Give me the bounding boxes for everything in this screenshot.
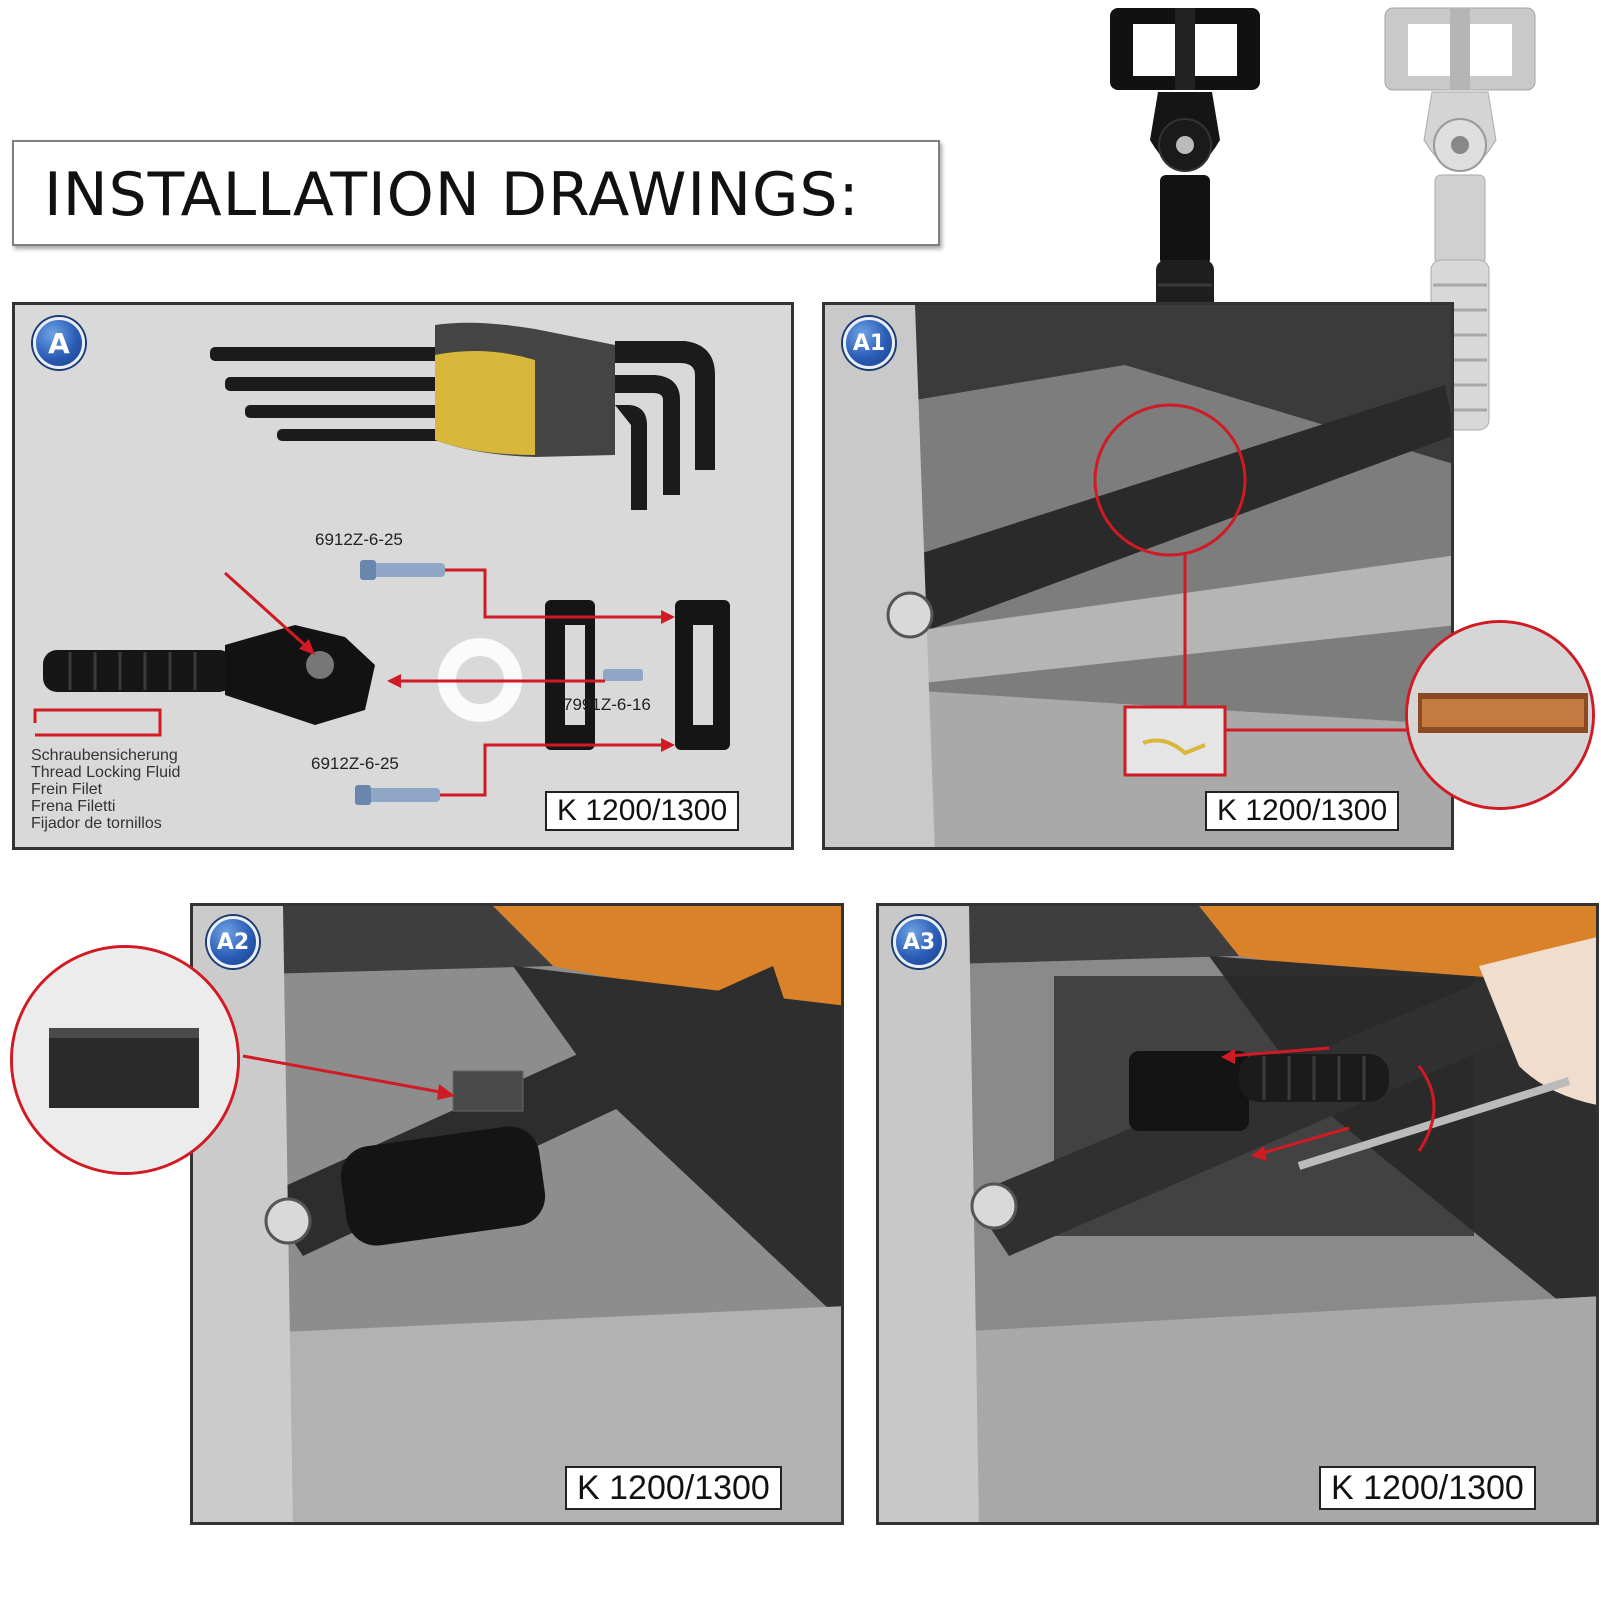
footpeg-illustration: [43, 625, 375, 725]
callout-adhesive-strip: [1405, 620, 1595, 810]
callout-rubber-pad: [10, 945, 240, 1175]
screw-bottom-illustration: [355, 785, 440, 805]
bracket-left: [545, 600, 595, 750]
panel-a-illustration: [33, 322, 730, 805]
panel-a1: A1 K 1200/1300: [822, 302, 1454, 850]
thread-note-line: Frein Filet: [31, 781, 103, 798]
panel-a-badge: A: [33, 317, 85, 369]
panel-a-model-label: K 1200/1300: [545, 791, 740, 831]
title-box: INSTALLATION DRAWINGS:: [12, 140, 940, 246]
screw-top-illustration: [360, 560, 445, 580]
thread-note-line: Frena Filetti: [31, 798, 116, 815]
thread-locking-note: Schraubensicherung Thread Locking Fluid …: [31, 747, 180, 832]
panel-a3: A3 K 1200/1300: [876, 903, 1599, 1525]
hex-key-set: [210, 341, 715, 510]
panel-a2-badge: A2: [207, 916, 259, 968]
thread-note-line: Schraubensicherung: [31, 747, 178, 764]
panel-a3-model-label: K 1200/1300: [1319, 1466, 1536, 1510]
panel-a1-photo: [825, 305, 1451, 847]
panel-a2-photo: [193, 906, 841, 1522]
part-label-top: 6912Z-6-25: [315, 530, 403, 549]
panel-a1-badge: A1: [843, 317, 895, 369]
part-label-middle: 7991Z-6-16: [563, 695, 651, 714]
panel-a3-photo: [879, 906, 1596, 1522]
panel-a: A 6912Z-6-25 7991Z-6-16 6912Z-6-25 Schra…: [12, 302, 794, 850]
panel-a2: A2 K 1200/1300: [190, 903, 844, 1525]
thread-note-line: Fijador de tornillos: [31, 815, 162, 832]
panel-a2-model-label: K 1200/1300: [565, 1466, 782, 1510]
page-title: INSTALLATION DRAWINGS:: [44, 160, 860, 230]
part-label-bottom: 6912Z-6-25: [311, 754, 399, 773]
panel-a3-badge: A3: [893, 916, 945, 968]
bracket-right: [675, 600, 730, 750]
panel-a1-model-label: K 1200/1300: [1205, 791, 1400, 831]
thread-note-line: Thread Locking Fluid: [31, 764, 181, 781]
